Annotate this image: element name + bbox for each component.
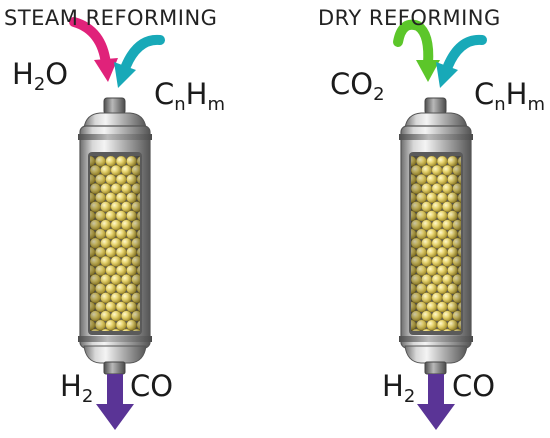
product-co-left: CO bbox=[130, 369, 174, 403]
panel-title-dry: DRY REFORMING bbox=[318, 6, 501, 30]
product-co-right: CO bbox=[452, 369, 496, 403]
inlet-nozzle bbox=[424, 97, 447, 115]
reactor-steam bbox=[69, 17, 165, 430]
reactant-cnhm-right: CnHm bbox=[474, 77, 546, 115]
reactor-dry bbox=[393, 19, 487, 430]
panel-title-steam: STEAM REFORMING bbox=[4, 6, 218, 30]
reactant-h2o: H2O bbox=[12, 57, 69, 95]
h2o-inlet-arrow bbox=[69, 17, 118, 82]
co2-inlet-arrow bbox=[393, 19, 440, 82]
product-h2-left: H2 bbox=[60, 369, 94, 407]
product-arrow-left bbox=[96, 374, 134, 430]
product-arrow-right bbox=[417, 374, 455, 430]
reactant-cnhm-left: CnHm bbox=[154, 77, 226, 115]
cnhm-inlet-arrow-right bbox=[436, 34, 487, 88]
outlet-nozzle bbox=[424, 361, 447, 375]
inlet-nozzle bbox=[103, 97, 126, 115]
outlet-nozzle bbox=[103, 361, 126, 375]
reactant-co2: CO2 bbox=[330, 67, 385, 105]
cnhm-inlet-arrow-left bbox=[114, 34, 165, 88]
product-h2-right: H2 bbox=[382, 369, 416, 407]
